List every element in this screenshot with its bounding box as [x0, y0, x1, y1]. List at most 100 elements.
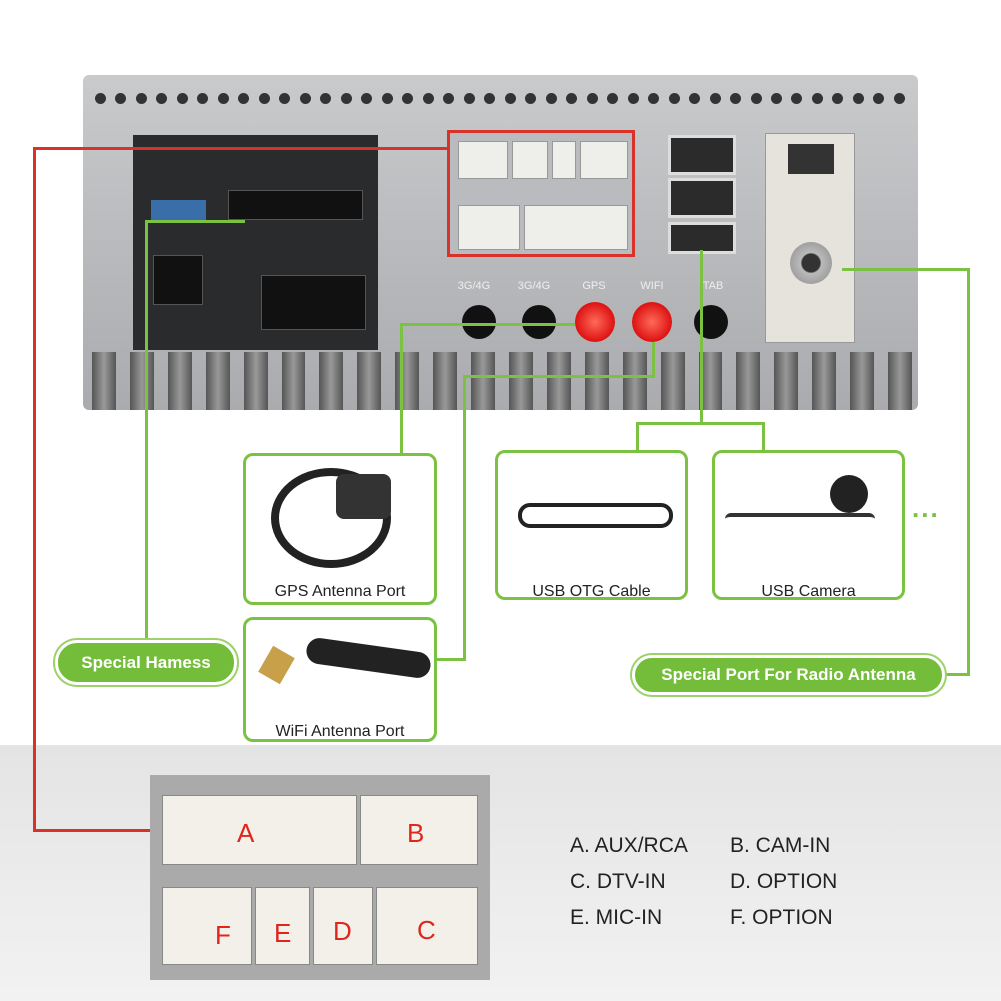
wifi-antenna-card: WiFi Antenna Port [243, 617, 437, 742]
vent-hole [299, 93, 311, 104]
vent-hole [545, 93, 557, 104]
heat-sink-fin [546, 352, 571, 410]
vent-hole [852, 93, 864, 104]
vent-hole [811, 93, 823, 104]
green-leader-line [762, 422, 765, 452]
heat-sink-fin [508, 352, 533, 410]
vent-hole [95, 93, 106, 104]
green-leader-line [400, 323, 575, 326]
heat-sink-fins [92, 352, 912, 410]
heat-sink-fin [850, 352, 875, 410]
connector-letter: B [407, 818, 425, 848]
legend-item: A. AUX/RCA [570, 834, 688, 857]
legend-item: B. CAM-IN [730, 834, 831, 857]
radio-antenna-bracket [765, 133, 855, 343]
connector-closeup: A B F E D C [150, 775, 490, 980]
heat-sink-fin [167, 352, 192, 410]
heat-sink-fin [433, 352, 458, 410]
radio-antenna-callout: Special Port For Radio Antenna [632, 655, 945, 695]
heat-sink-fin [243, 352, 268, 410]
vent-hole [607, 93, 619, 104]
vent-hole [873, 93, 885, 104]
green-leader-line [967, 268, 970, 676]
vent-hole [279, 93, 291, 104]
connector-letter: F [215, 920, 231, 950]
usb-camera-card: USB Camera [712, 450, 905, 600]
green-leader-line [463, 375, 466, 660]
red-leader-line [33, 147, 36, 832]
usb-port [668, 222, 736, 254]
red-leader-line [33, 829, 155, 832]
vent-hole [627, 93, 639, 104]
vent-hole [381, 93, 393, 104]
green-leader-line [700, 250, 703, 425]
connector-legend: A. AUX/RCA B. CAM-IN C. DTV-IN D. OPTION… [570, 828, 870, 936]
green-leader-line [940, 673, 970, 676]
vent-hole [176, 93, 188, 104]
heat-sink-fin [92, 352, 116, 410]
heat-sink-fin [622, 352, 647, 410]
harness-socket-panel [133, 135, 378, 350]
heat-sink-fin [660, 352, 685, 410]
legend-item: E. MIC-IN [570, 906, 663, 929]
heat-sink-fin [281, 352, 306, 410]
vent-hole [463, 93, 475, 104]
vent-hole [893, 93, 905, 104]
port-label: WIFI [640, 280, 664, 292]
vent-hole [668, 93, 680, 104]
vent-hole [648, 93, 660, 104]
connector-letter: D [333, 916, 352, 946]
vent-hole [443, 93, 455, 104]
heat-sink-fin [129, 352, 154, 410]
connector-letter: C [417, 915, 436, 945]
usb-port [668, 135, 736, 175]
green-leader-line [636, 422, 764, 425]
vent-hole [115, 93, 127, 104]
legend-item: D. OPTION [730, 870, 838, 893]
connector-letter: A [237, 818, 255, 848]
gps-caption: GPS Antenna Port [274, 583, 406, 600]
heat-sink-fin [395, 352, 420, 410]
green-leader-line [842, 268, 970, 271]
gps-antenna-card: GPS Antenna Port [243, 453, 437, 605]
vent-hole [238, 93, 250, 104]
port-label: 3G/4G [517, 280, 551, 292]
port-label: GPS [582, 280, 606, 292]
vent-hole [197, 93, 209, 104]
green-leader-line [145, 220, 245, 223]
usb-camera-caption: USB Camera [761, 583, 856, 600]
vent-hole [525, 93, 537, 104]
green-leader-line [400, 323, 403, 453]
usb-otg-card: USB OTG Cable [495, 450, 688, 600]
green-leader-line [145, 220, 148, 642]
vent-hole [361, 93, 373, 104]
heat-sink-fin [736, 352, 761, 410]
vent-hole [586, 93, 598, 104]
heat-sink-fin [471, 352, 495, 410]
vent-hole [504, 93, 516, 104]
heat-sink-fin [698, 352, 723, 410]
heat-sink-fin [319, 352, 344, 410]
port-label: 3G/4G [457, 280, 491, 292]
heat-sink-fin [357, 352, 382, 410]
vent-hole [730, 93, 742, 104]
usb-port [668, 178, 736, 218]
heat-sink-fin [812, 352, 837, 410]
wifi-caption: WiFi Antenna Port [275, 723, 405, 740]
vent-hole [217, 93, 229, 104]
gps-port [575, 302, 615, 342]
tab-port [694, 305, 728, 339]
rca-plug-block [447, 130, 635, 257]
vent-hole [340, 93, 352, 104]
green-leader-line [463, 375, 655, 378]
red-leader-line [33, 147, 450, 150]
vent-holes [95, 93, 905, 109]
heat-sink-fin [774, 352, 799, 410]
legend-item: C. DTV-IN [570, 870, 666, 893]
vent-hole [320, 93, 332, 104]
vent-hole [689, 93, 701, 104]
antenna-port-3g4g [522, 305, 556, 339]
green-leader-line [652, 342, 655, 377]
heat-sink-fin [888, 352, 912, 410]
vent-hole [156, 93, 168, 104]
